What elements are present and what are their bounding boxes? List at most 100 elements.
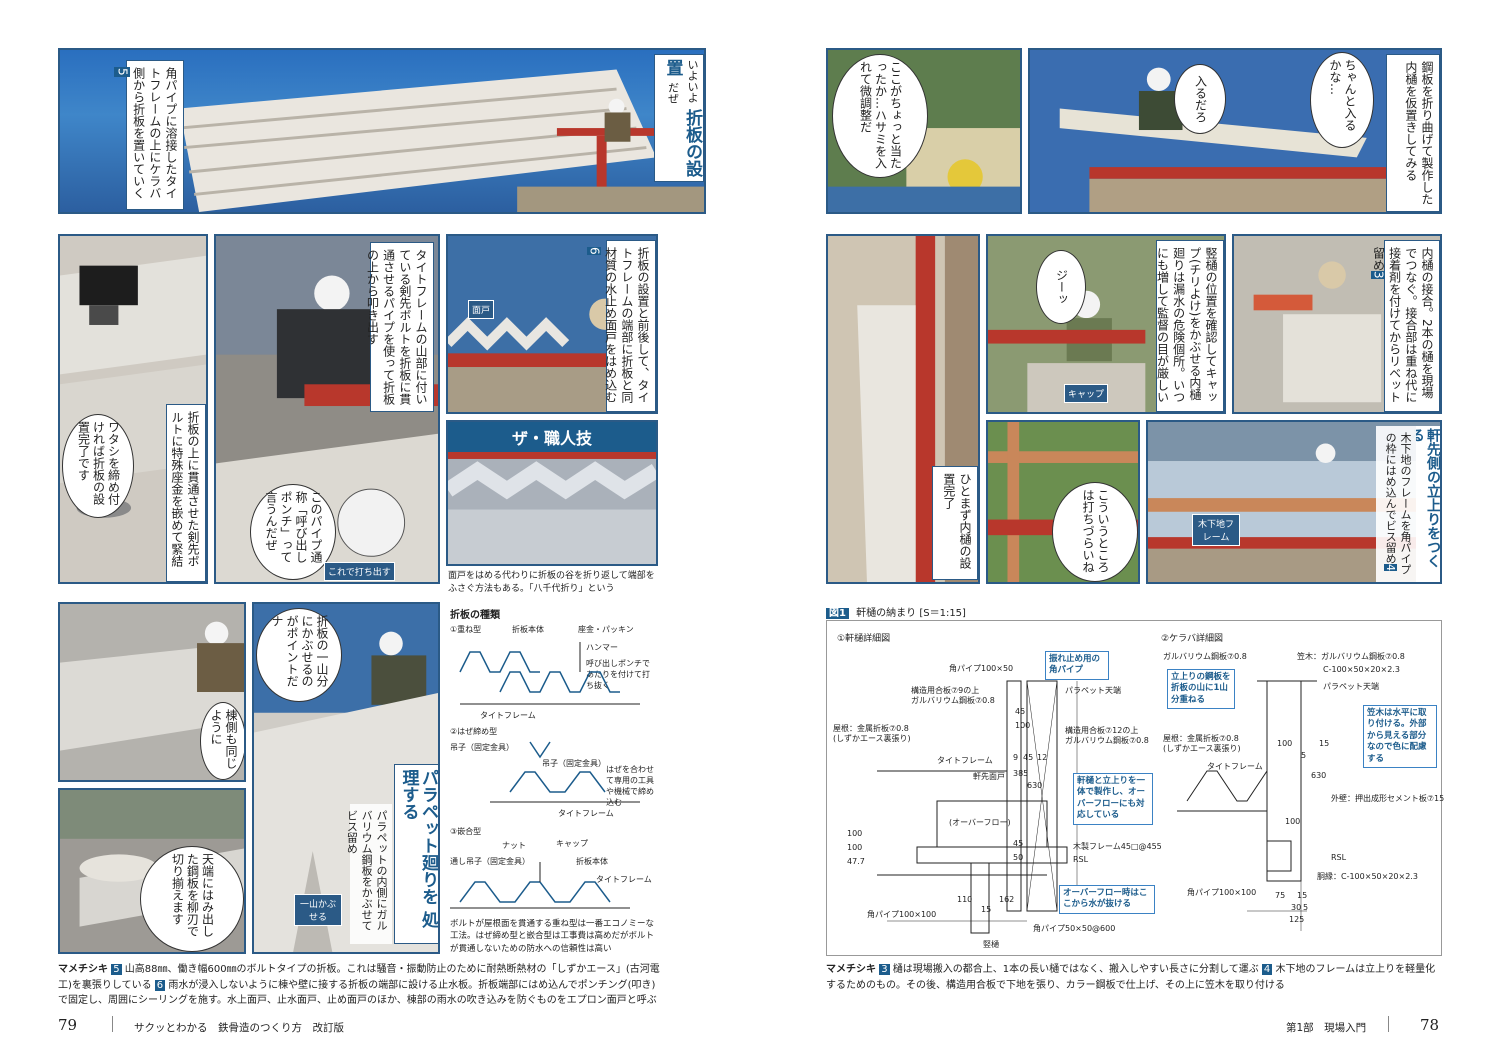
- sub2-title: ②ケラバ詳細図: [1161, 634, 1223, 644]
- photoC-caption: ひとまず内樋の設置完了: [932, 466, 978, 580]
- type2-l3: タイトフレーム: [558, 809, 614, 818]
- sub1-dim12: 110: [957, 895, 973, 904]
- sub1-f: タイトフレーム: [937, 756, 993, 765]
- photo8-bubble: 折板の一山分にかぶせるのがポイントだナ: [256, 608, 342, 702]
- sub2-j: 胴縁：C-100×50×20×2.3: [1317, 872, 1418, 881]
- type2-l1: 吊子（固定金具）: [542, 759, 606, 768]
- photo-mendo-fitting: 折板の設置と前後して、タイトフレームの端部に折板と同材質の水止め面戸をはめ込む6…: [446, 234, 658, 414]
- photo9-bubble: 天端にはみ出した鋼板を柳刃で切り揃えます: [140, 846, 244, 952]
- sub1-b: 構造用合板⑦9の上: [911, 686, 980, 695]
- photoA-bubble: ここがちょっと当たったか…ハサミを入れて微調整だ: [832, 54, 928, 178]
- left-running-title: サクッとわかる 鉄骨造のつくり方 改訂版: [134, 1022, 344, 1034]
- sub1-blue1: 軒樋と立上りを一体で製作し、オーバーフローにも対応している: [1073, 773, 1153, 825]
- photo-craftsman-technique: ザ・職人技: [446, 420, 658, 566]
- type1-l0: 折板本体: [512, 625, 544, 634]
- sub2-k: 角パイプ100×100: [1187, 888, 1257, 897]
- sub1-dim4: 12: [1037, 753, 1048, 762]
- right-mamechishiki: マメチシキ 3 樋は現場搬入の都合上、1本の長い樋ではなく、搬入しやすい長さに分…: [826, 964, 1436, 991]
- photo1-caption: 角パイプに溶接したタイトフレームの上にケラバ側から折板を置いていく5: [114, 60, 184, 210]
- photoG-headline: 軒先側の立上りをつくる: [1409, 426, 1440, 582]
- photo-gutter-installed: ひとまず内樋の設置完了: [826, 234, 980, 584]
- sub1-dim9: 100: [847, 829, 863, 838]
- sub1-l: RSL: [1073, 855, 1089, 864]
- sub1-blue2: オーバーフロー時はここから水が抜ける: [1059, 885, 1155, 914]
- photo8-tag: 一山かぶせる: [294, 894, 342, 926]
- folded-plate-types-diagram: 折板の種類 ①重ね型 折板本体 座金・パッキン ハンマー 呼び出しポンチであたり…: [446, 602, 658, 954]
- photoB-caption: 鋼板を折り曲げて製作した内樋を仮置きしてみる: [1386, 54, 1440, 212]
- sub2-dim5: 75: [1275, 891, 1286, 900]
- right-page-divider: [1388, 1016, 1389, 1032]
- type2-l0: 吊子（固定金具）: [450, 743, 514, 752]
- photoG-tag: 木下地フレーム: [1192, 514, 1240, 546]
- type1-l3: 呼び出しポンチであたりを付けて打ち抜く: [586, 659, 650, 690]
- type3-drawing: [450, 862, 630, 909]
- photo4-caption: 折板の設置と前後して、タイトフレームの端部に折板と同材質の水止め面戸をはめ込む6: [587, 240, 656, 412]
- sub1-dim2: 9: [1013, 753, 1019, 762]
- sub1-m: 角パイプ100×100: [867, 910, 937, 919]
- photo-punch-bolt: タイトフレームの山部に付いている剣先ボルトを折板に貫通させるパイプを使って折板の…: [214, 234, 440, 584]
- sub2-i: RSL: [1331, 853, 1347, 862]
- sub1-i: 構造用合板⑦12の上: [1065, 726, 1139, 735]
- sub1-dim11: 100: [847, 843, 863, 852]
- photo3-caption: タイトフレームの山部に付いている剣先ボルトを折板に貫通させるパイプを使って折板の…: [365, 242, 434, 412]
- left-mame-label: マメチシキ: [58, 964, 108, 975]
- sub1-dim13: 162: [999, 895, 1015, 904]
- sub2-dim3: 630: [1311, 771, 1327, 780]
- sub1-blue0: 振れ止め用の角パイプ: [1045, 651, 1109, 680]
- photo8-caption: パラペットの内側にガルバリウム鋼板をかぶせてビス留め: [345, 804, 392, 944]
- sub2-dim1: 15: [1319, 739, 1330, 748]
- photoG-caption: 木下地のフレームを角パイプの枠にはめ込んでビス留め4: [1376, 426, 1416, 582]
- sub1-a: 角パイプ100×50: [949, 664, 1014, 673]
- sub1-dim10: 47.7: [847, 857, 865, 866]
- photo3-tag: これで打ち出す: [324, 562, 395, 581]
- sub1-drawing: [877, 680, 1078, 934]
- type3-l4: タイトフレーム: [596, 875, 652, 884]
- photo-fine-adjust: ここがちょっと当たったか…ハサミを入れて微調整だ: [826, 48, 1022, 214]
- sub2-dim2: 5: [1301, 751, 1307, 760]
- craftsman-banner: ザ・職人技: [448, 422, 656, 452]
- sub1-dim1: 100: [1015, 721, 1031, 730]
- sub1-dim6: 630: [1027, 781, 1043, 790]
- photo-hard-to-hit: こういうところは打ちづらいね: [986, 420, 1140, 584]
- photo1-headline: いよいよ 折板の設置 だぜ: [654, 54, 704, 182]
- photo-eave-riser: 軒先側の立上りをつくる 木下地のフレームを角パイプの枠にはめ込んでビス留め4 木…: [1146, 420, 1442, 584]
- photo-ridge-side: 棟側も同じように: [58, 602, 246, 782]
- sub1-dim14: 15: [981, 905, 992, 914]
- photo-roof-panel-placement: 角パイプに溶接したタイトフレームの上にケラバ側から折板を置いていく5 いよいよ …: [58, 48, 706, 214]
- type3-l2: 通し吊子（固定金具）: [450, 857, 530, 866]
- photo-gutter-joint: 内樋の接合。2本の樋を現場でつなぐ。接合部は重ね代に接着剤を付けてからリベット留…: [1232, 234, 1442, 414]
- gutter-scissors-illustration: [828, 50, 1020, 212]
- photo4-tag: 面戸: [468, 300, 495, 319]
- sub1-e: (しずかエース裏張り): [833, 734, 911, 743]
- photo7-bubble: 棟側も同じように: [200, 702, 244, 780]
- inner-gutter-illustration: [1030, 50, 1440, 212]
- types-note: ボルトが屋根面を貫通する重ね型は一番エコノミーな工法。はぜ締め型と嵌合型は工事費…: [450, 919, 655, 954]
- photo-washer-fastening: ワタシを締め付ければ折板の設置完了です 折板の上に貫通させた剣先ボルトに特殊座金…: [58, 234, 208, 584]
- photo2-bubble: ワタシを締め付ければ折板の設置完了です: [62, 414, 134, 518]
- type1-l1: 座金・パッキン: [578, 625, 634, 634]
- gutter-installed-illustration: [828, 236, 978, 582]
- type3-label: ③嵌合型: [450, 827, 482, 836]
- types-title: 折板の種類: [450, 610, 500, 621]
- sub1-c: ガルバリウム鋼板⑦0.8: [911, 696, 995, 705]
- right-running-title: 第1部 現場入門: [1286, 1022, 1367, 1034]
- photo-downpipe-check: ジーッ 竪樋の位置を確認してキャップ(チリよけ)をかぶせる内樋廻りは漏水の危険個…: [986, 234, 1226, 414]
- right-page-number: 78: [1420, 1016, 1440, 1034]
- folded-plate-illustration: [179, 69, 704, 212]
- sub1-d: 屋根：金属折板⑦0.8: [833, 724, 909, 733]
- photoF-bubble: こういうところは打ちづらいね: [1052, 482, 1138, 582]
- sub2-blue0: 立上りの鋼板を折板の山に1山分重ねる: [1167, 669, 1235, 710]
- sub2-dim7: 30: [1291, 903, 1302, 912]
- sub2-dim9: 125: [1289, 915, 1305, 924]
- type2-label: ②はぜ締め型: [450, 727, 498, 736]
- sub1-dim8: 45: [1013, 839, 1024, 848]
- right-mame-label: マメチシキ: [826, 964, 876, 975]
- photoD-tag: キャップ: [1064, 384, 1109, 403]
- sub1-o: 竪樋: [983, 940, 999, 949]
- left-page-divider: [112, 1016, 113, 1032]
- photo-parapet: 折板の一山分にかぶせるのがポイントだナ パラペット廻りを 処理する パラペットの…: [252, 602, 440, 954]
- photo8-headline: パラペット廻りを 処理する: [394, 764, 438, 944]
- sub2-dim4: 100: [1285, 817, 1301, 826]
- type1-drawing: [459, 642, 640, 705]
- photo-inner-gutter-trial: ちゃんと入るかな… 入るだろ 鋼板を折り曲げて製作した内樋を仮置きしてみる: [1028, 48, 1442, 214]
